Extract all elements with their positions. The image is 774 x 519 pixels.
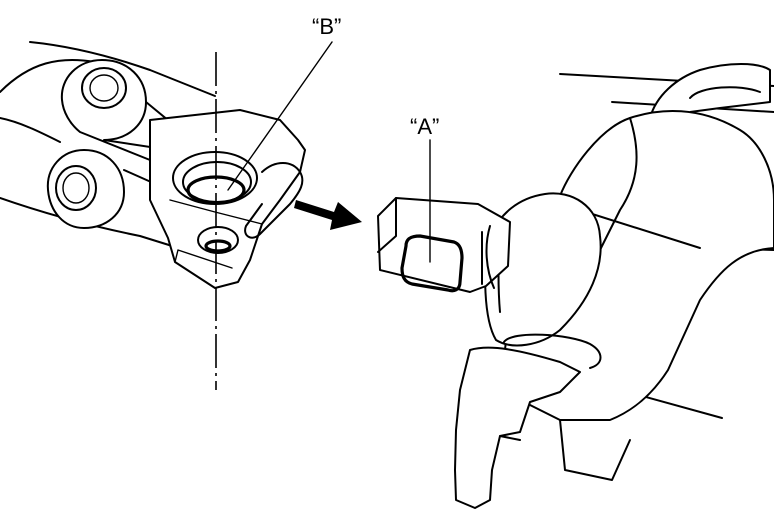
steering-gear-assembly xyxy=(377,63,774,509)
universal-joint-yoke xyxy=(0,41,306,289)
label-a: “A” xyxy=(410,114,439,139)
direction-arrow xyxy=(294,200,362,230)
callout-a: “A” xyxy=(410,114,439,263)
callout-b: “B” xyxy=(227,14,341,191)
label-b: “B” xyxy=(312,14,341,39)
